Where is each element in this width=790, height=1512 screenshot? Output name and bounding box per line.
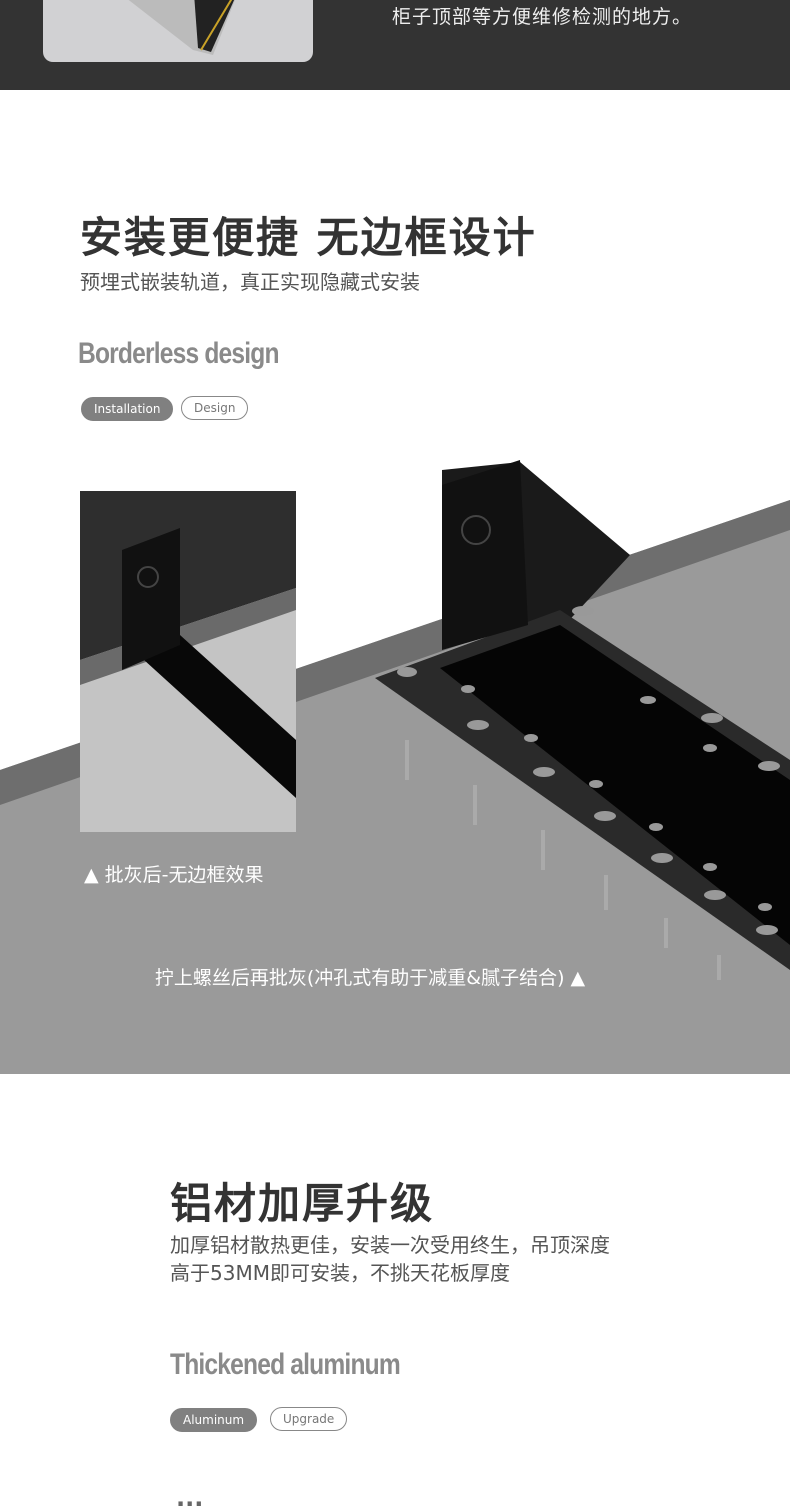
inset-photo [80,491,296,832]
punch-holes [397,606,780,935]
screws [405,740,721,980]
track-profile [375,610,790,970]
top-description: 柜子顶部等方便维修检测的地方。 [392,6,693,28]
section2-english-title: Thickened aluminum [170,1348,401,1381]
section1-title: 安装更便捷 无边框设计 [80,213,537,262]
top-dark-section: 柜子顶部等方便维修检测的地方。 [0,0,790,90]
tag-aluminum: Aluminum [170,1408,258,1432]
more-indicator: ... [176,1484,204,1512]
tag-design: Design [181,396,249,420]
section2-title: 铝材加厚升级 [170,1179,435,1228]
inset-caption: ▲ 批灰后-无边框效果 [84,864,264,886]
section1-subtitle: 预埋式嵌装轨道，真正实现隐藏式安装 [80,270,420,294]
power-supply-image [43,0,313,62]
section2-line-1: 加厚铝材散热更佳，安装一次受用终生，吊顶深度 [170,1233,610,1257]
installation-scene-image [0,440,790,1074]
tag-upgrade: Upgrade [270,1407,348,1431]
section1-english-title: Borderless design [78,337,280,370]
tag-installation: Installation [81,397,174,421]
section2-line-2: 高于53MM即可安装，不挑天花板厚度 [170,1261,510,1285]
driver-box [442,460,528,650]
track-channel [440,625,790,945]
main-caption: 拧上螺丝后再批灰(冲孔式有助于减重&腻子结合) ▲ [154,967,586,989]
